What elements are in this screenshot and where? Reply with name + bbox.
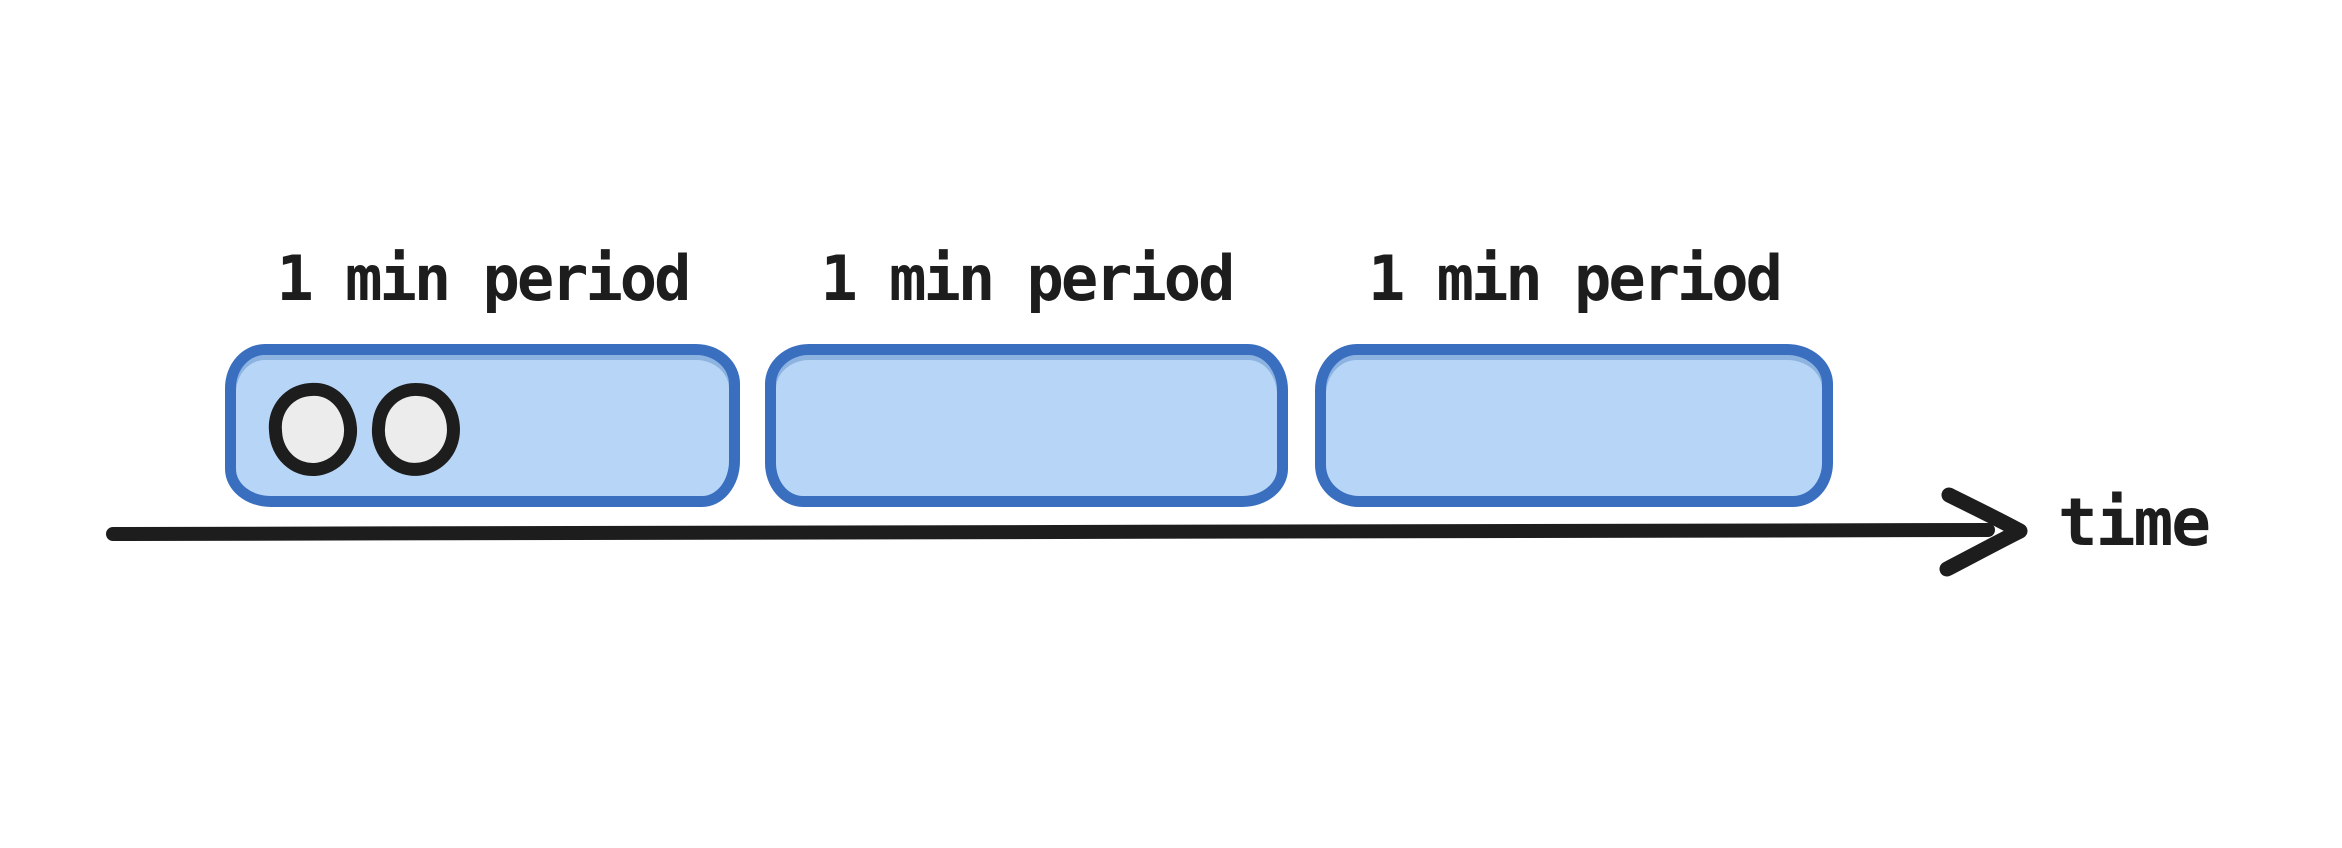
period-box: [765, 344, 1288, 507]
arrowhead-icon: [1939, 487, 2028, 577]
request-circle: [265, 380, 361, 479]
request-circle: [368, 379, 464, 480]
period-label: 1 min period: [1368, 242, 1783, 315]
period-group-1: 1 min period: [225, 242, 740, 507]
timeline-axis-line: [106, 523, 1995, 541]
period-label: 1 min period: [276, 242, 692, 315]
period-label: 1 min period: [820, 242, 1236, 315]
period-group-2: 1 min period: [765, 242, 1288, 507]
time-axis-label: time: [2058, 484, 2211, 561]
period-box: [225, 344, 740, 507]
period-group-3: 1 min period: [1315, 242, 1833, 507]
period-box: [1315, 344, 1833, 507]
